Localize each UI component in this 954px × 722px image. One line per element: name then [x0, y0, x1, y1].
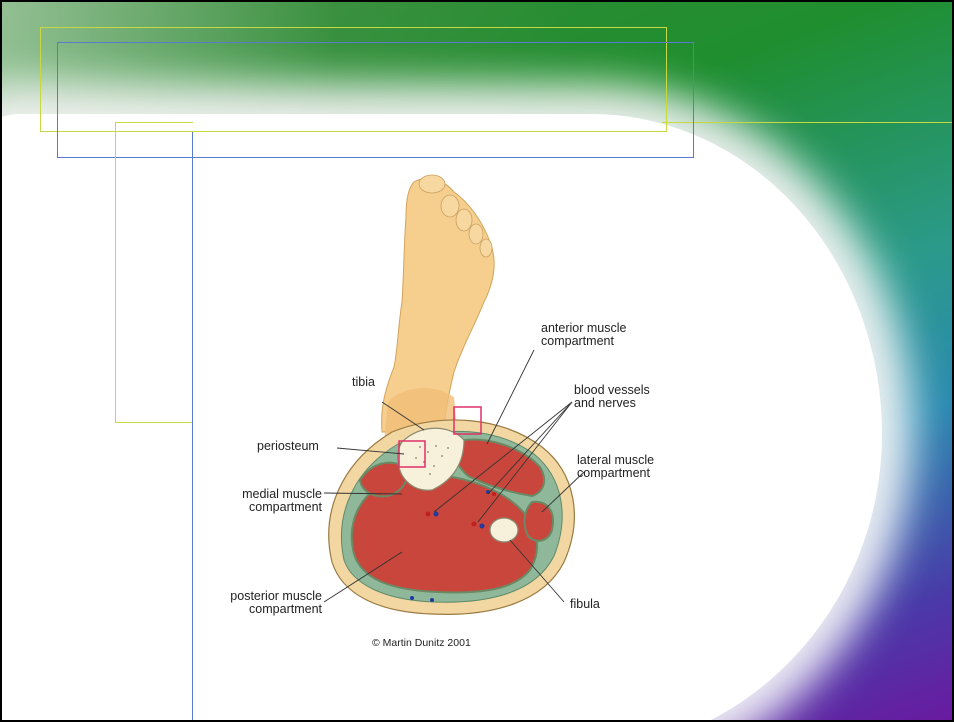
label-medial-muscle-compartment: medial muscle compartment	[222, 488, 322, 514]
toe-3	[456, 209, 472, 231]
lateral-muscle	[525, 502, 554, 541]
toe-2	[441, 195, 459, 217]
header-band	[2, 2, 954, 132]
toe-4	[469, 224, 483, 244]
label-periosteum: periosteum	[257, 440, 319, 453]
label-tibia: tibia	[352, 376, 375, 389]
copyright-credit: © Martin Dunitz 2001	[372, 637, 471, 650]
fibula-bone	[490, 518, 518, 542]
label-blood-vessels-and-nerves: blood vessels and nerves	[574, 384, 650, 410]
label-anterior-muscle-compartment: anterior muscle compartment	[541, 322, 626, 348]
toe-5	[480, 239, 492, 257]
label-fibula: fibula	[570, 598, 600, 611]
label-lateral-muscle-compartment: lateral muscle compartment	[577, 454, 654, 480]
toe-1	[419, 175, 445, 193]
label-posterior-muscle-compartment: posterior muscle compartment	[192, 590, 322, 616]
leg-cross-section-figure: anterior muscle compartment tibia blood …	[192, 162, 682, 657]
